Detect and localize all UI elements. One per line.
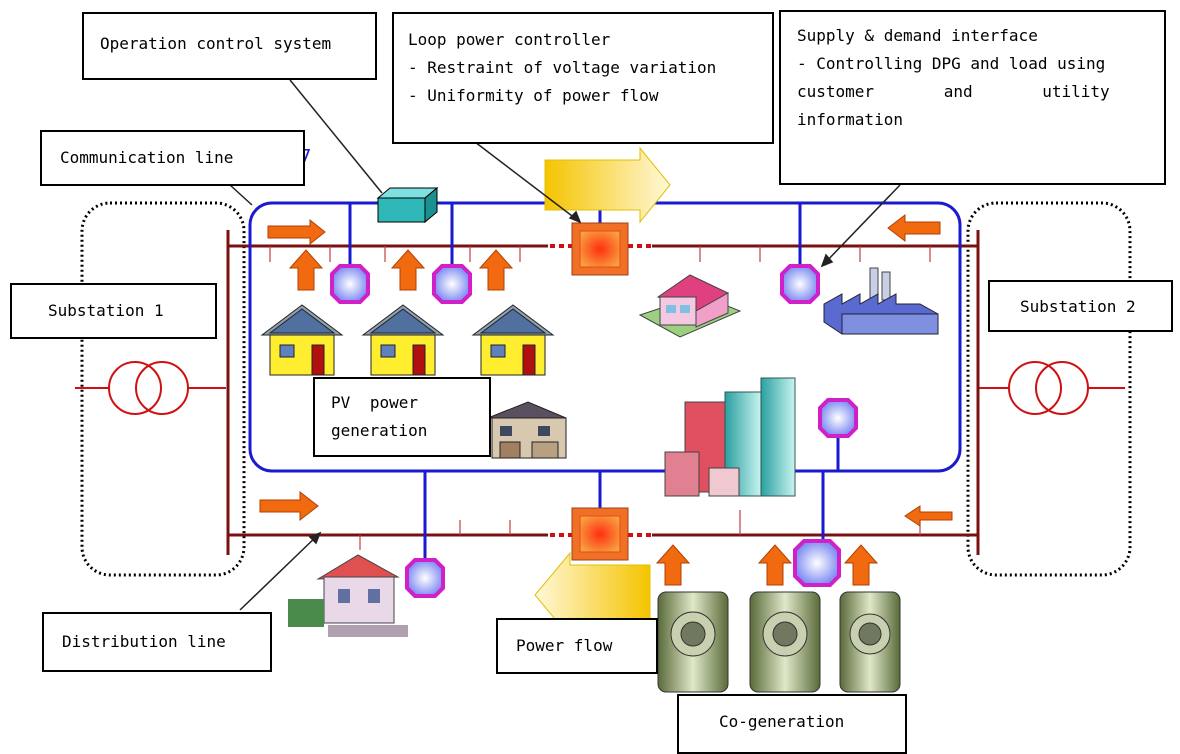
arrow-up-pv2 xyxy=(390,249,426,291)
arrow-up-pv3 xyxy=(478,249,514,291)
communication-line-label: Communication line xyxy=(40,130,305,186)
interface-icon-4 xyxy=(818,398,858,438)
flow-arrow-right xyxy=(544,146,671,224)
cogeneration-text: Co-generation xyxy=(719,712,845,731)
service-drops xyxy=(269,246,931,550)
substation1-text: Substation 1 xyxy=(48,301,164,320)
loop-controller-line1: - Restraint of voltage variation xyxy=(408,58,717,77)
cogeneration-unit-icon-3 xyxy=(839,591,901,693)
cogeneration-unit-icon-2 xyxy=(749,591,821,693)
cogeneration-unit-icon-1 xyxy=(657,591,729,693)
interface-icon-5 xyxy=(405,558,445,598)
operation-control-label: Operation control system xyxy=(82,12,377,80)
distribution-line-text: Distribution line xyxy=(62,632,226,651)
substation2-text: Substation 2 xyxy=(1020,297,1136,316)
interface-icon-1 xyxy=(330,264,370,304)
city-buildings-icon xyxy=(664,377,796,497)
cogeneration-label: Co-generation xyxy=(677,694,907,754)
pv-line2: generation xyxy=(331,421,428,440)
pv-house-icon-3 xyxy=(471,304,555,376)
substation1-label: Substation 1 xyxy=(10,283,217,339)
suburban-house-icon xyxy=(487,401,567,459)
arrow-left-bottom xyxy=(904,505,953,527)
interface-icon-2 xyxy=(432,264,472,304)
sdi-line3: information xyxy=(797,110,903,129)
arrow-up-pv1 xyxy=(288,249,324,291)
operation-control-unit-icon xyxy=(376,186,439,224)
stray-mark: 7 xyxy=(300,146,311,167)
transformer1-icon xyxy=(75,361,226,415)
pv-line1: PV power xyxy=(331,393,419,412)
sdi-line1: - Controlling DPG and load using xyxy=(797,54,1106,73)
pv-generation-label: PV power generation xyxy=(313,377,491,457)
sdi-title: Supply & demand interface xyxy=(797,26,1038,45)
factory-icon xyxy=(823,267,939,335)
substation2-label: Substation 2 xyxy=(988,280,1173,332)
loop-controller-label: Loop power controller - Restraint of vol… xyxy=(392,12,774,144)
transformer2-icon xyxy=(978,361,1125,415)
power-flow-text: Power flow xyxy=(516,636,613,655)
operation-control-text: Operation control system xyxy=(100,34,332,53)
loop-controller-line2: - Uniformity of power flow xyxy=(408,86,659,105)
bottom-house-icon xyxy=(288,554,408,637)
residential-house-icon xyxy=(638,274,742,338)
communication-line-text: Communication line xyxy=(60,148,234,167)
loop-controller-title: Loop power controller xyxy=(408,30,611,49)
arrow-up-cg3 xyxy=(843,544,879,586)
loop-controller-top-icon xyxy=(571,222,629,276)
power-flow-label: Power flow xyxy=(496,618,658,674)
interface-icon-6 xyxy=(793,539,841,587)
interface-icon-3 xyxy=(780,264,820,304)
loop-controller-bottom-icon xyxy=(571,507,629,561)
arrow-up-cg1 xyxy=(655,544,691,586)
pv-house-icon-1 xyxy=(260,304,344,376)
arrow-up-cg2 xyxy=(757,544,793,586)
leader-lines xyxy=(229,79,901,611)
arrow-left-top xyxy=(887,213,941,243)
pv-house-icon-2 xyxy=(361,304,445,376)
arrow-right-bottom xyxy=(259,490,319,522)
arrow-right-top xyxy=(267,218,326,246)
distribution-line-label: Distribution line xyxy=(42,612,272,672)
supply-demand-interface-label: Supply & demand interface - Controlling … xyxy=(779,10,1166,185)
sdi-line2: customer and utility xyxy=(797,82,1110,101)
